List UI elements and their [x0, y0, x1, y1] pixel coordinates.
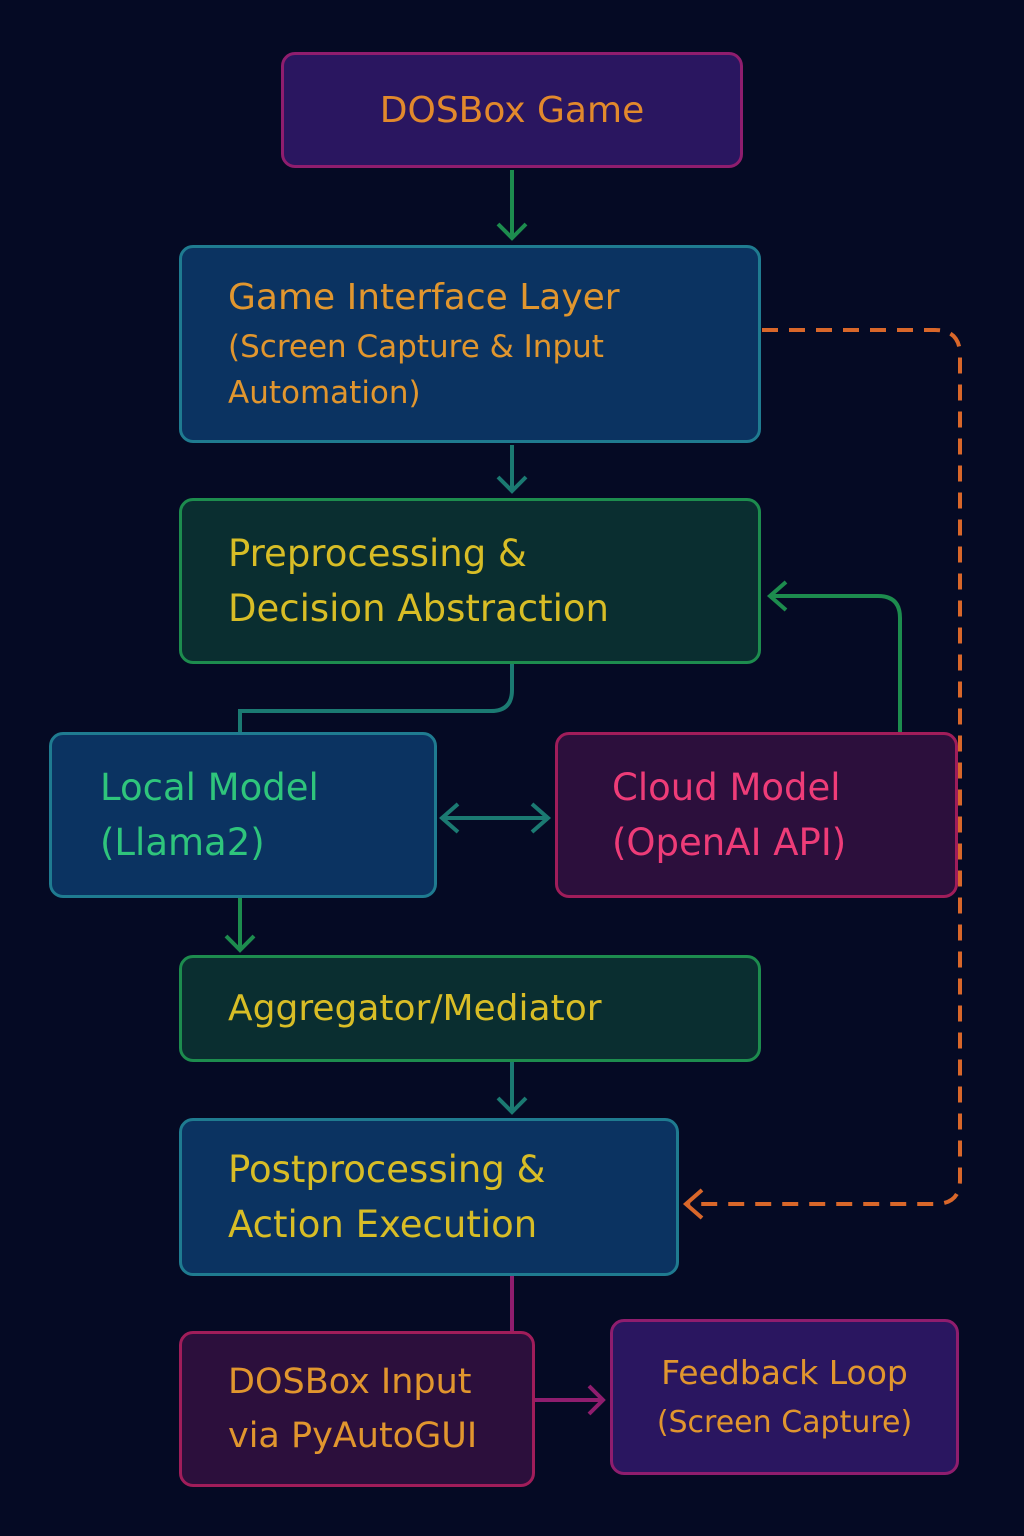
arrow-cloud-to-preprocessing [766, 580, 902, 732]
node-local-model: Local Model (Llama2) [49, 732, 437, 898]
node-aggregator-label: Aggregator/Mediator [228, 988, 602, 1029]
arrow-input-to-feedback [535, 1384, 606, 1416]
node-feedback-loop: Feedback Loop (Screen Capture) [610, 1319, 959, 1475]
node-cloud-model: Cloud Model (OpenAI API) [555, 732, 958, 898]
node-local-model-line-1: Local Model [100, 766, 319, 809]
node-game-interface-title: Game Interface Layer [228, 277, 620, 318]
arrow-interface-to-preprocessing [496, 445, 528, 494]
node-feedback-line-2: (Screen Capture) [656, 1405, 913, 1440]
dashed-loop-arrowhead [682, 1188, 704, 1220]
node-postprocessing-line-2: Action Execution [228, 1203, 538, 1246]
connector-preprocessing-to-local [238, 664, 514, 732]
arrow-local-cloud-bidirectional [438, 802, 552, 834]
arrow-aggregator-to-postprocessing [496, 1062, 528, 1115]
node-dosbox-input-line-2: via PyAutoGUI [228, 1416, 478, 1456]
node-dosbox-game: DOSBox Game [281, 52, 743, 168]
node-postprocessing: Postprocessing & Action Execution [179, 1118, 679, 1276]
node-game-interface-subtitle-1: (Screen Capture & Input [228, 329, 604, 365]
node-postprocessing-line-1: Postprocessing & [228, 1148, 546, 1191]
node-preprocessing: Preprocessing & Decision Abstraction [179, 498, 761, 664]
dashed-feedback-loop-arrow [686, 328, 962, 1206]
node-dosbox-game-label: DOSBox Game [379, 89, 645, 131]
node-game-interface-subtitle-2: Automation) [228, 375, 421, 411]
arrow-local-to-aggregator [224, 898, 256, 953]
node-cloud-model-line-1: Cloud Model [612, 766, 841, 809]
node-aggregator-mediator: Aggregator/Mediator [179, 955, 761, 1062]
node-dosbox-input: DOSBox Input via PyAutoGUI [179, 1331, 535, 1487]
node-local-model-line-2: (Llama2) [100, 821, 265, 864]
arrow-game-to-interface [496, 170, 528, 241]
node-dosbox-input-line-1: DOSBox Input [228, 1362, 472, 1402]
node-cloud-model-line-2: (OpenAI API) [612, 821, 847, 864]
node-feedback-line-1: Feedback Loop [661, 1353, 908, 1392]
node-preprocessing-line-2: Decision Abstraction [228, 587, 609, 630]
node-game-interface-layer: Game Interface Layer (Screen Capture & I… [179, 245, 761, 443]
node-preprocessing-line-1: Preprocessing & [228, 532, 527, 575]
